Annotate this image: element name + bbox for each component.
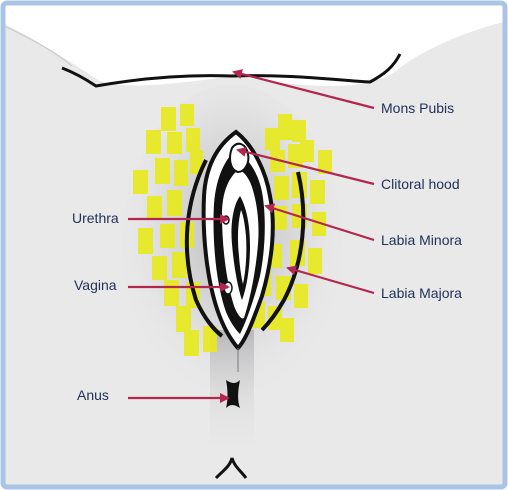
arrow-clitoral-hood <box>236 147 375 186</box>
labia-majora-right <box>260 171 306 332</box>
pointer-arrows <box>128 69 375 403</box>
label-anus: Anus <box>77 387 109 403</box>
arrow-labia-majora <box>286 265 375 295</box>
label-labia-minora: Labia Minora <box>381 232 462 248</box>
clitoral-hood-shape <box>229 142 250 174</box>
label-labia-majora: Labia Majora <box>381 285 462 301</box>
vestibule-highlight <box>237 210 247 284</box>
anus-shape <box>226 380 240 408</box>
arrow-labia-minora <box>264 203 375 242</box>
outline-top-region <box>4 4 504 87</box>
label-urethra: Urethra <box>72 210 119 226</box>
diagonal-outline <box>3 25 73 67</box>
labia-majora-left <box>184 159 224 338</box>
label-clitoral-hood: Clitoral hood <box>381 176 460 192</box>
label-mons-pubis: Mons Pubis <box>381 100 454 116</box>
body-outline-curve <box>61 53 402 88</box>
gluteal-cleft <box>214 457 248 480</box>
arrow-mons-pubis <box>232 69 375 110</box>
label-vagina: Vagina <box>74 277 117 293</box>
